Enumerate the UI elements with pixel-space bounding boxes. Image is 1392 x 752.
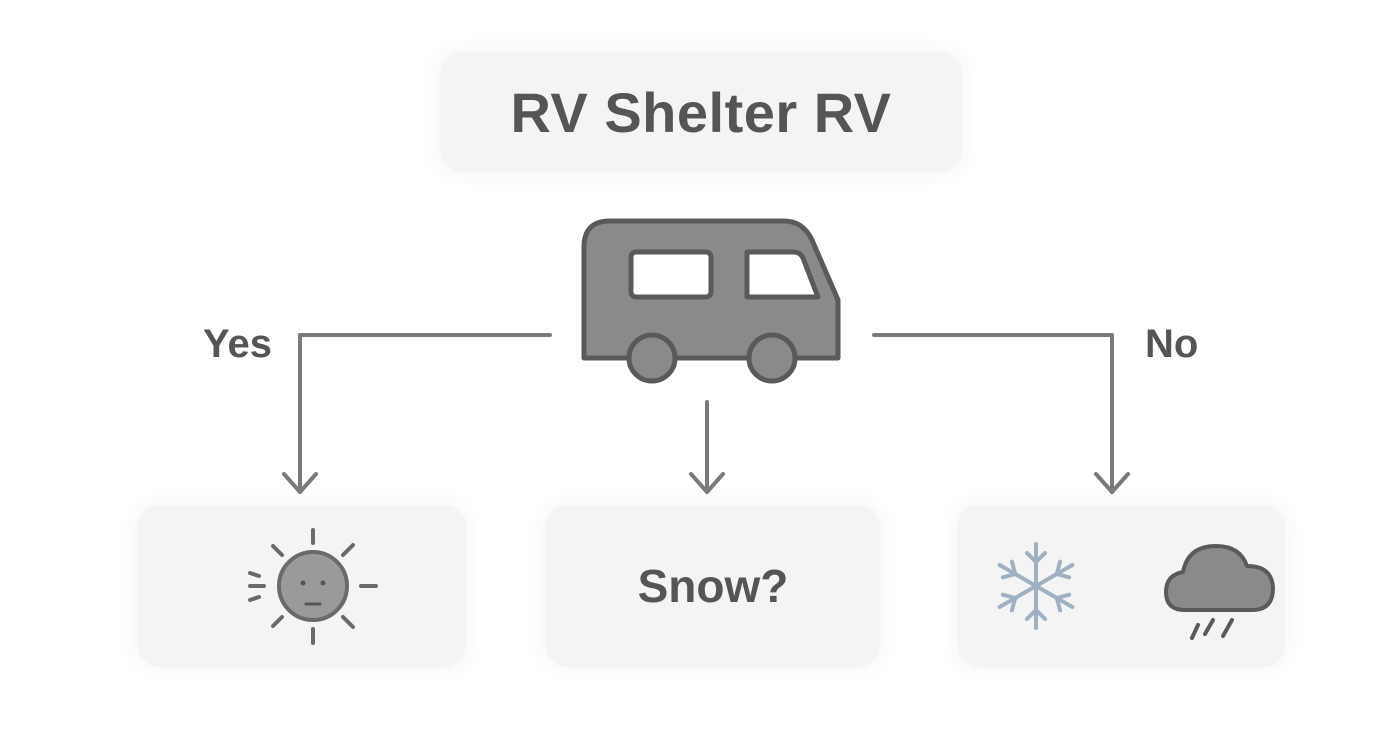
title-box: [440, 52, 962, 172]
rain-cloud-icon: [1164, 544, 1275, 640]
diagram-title: RV Shelter RV: [510, 80, 892, 144]
middle-connector-arrow: [689, 400, 725, 494]
rv-window-left: [628, 249, 714, 300]
snowflake-icon: [997, 542, 1075, 630]
sun-icon: [248, 528, 378, 645]
middle-outcome-box: [546, 505, 880, 667]
rv-wheel-rear: [626, 332, 678, 384]
yes-branch-label: Yes: [203, 322, 272, 366]
connectors: [282, 333, 1130, 494]
snow-question-label: Snow?: [637, 560, 789, 612]
no-connector-arrow: [872, 333, 1130, 494]
yes-connector-arrow: [282, 333, 552, 494]
no-branch-label: No: [1145, 322, 1199, 366]
rv-window-right: [744, 249, 821, 300]
rv-wheel-front: [746, 332, 798, 384]
rv-icon: [581, 218, 841, 384]
